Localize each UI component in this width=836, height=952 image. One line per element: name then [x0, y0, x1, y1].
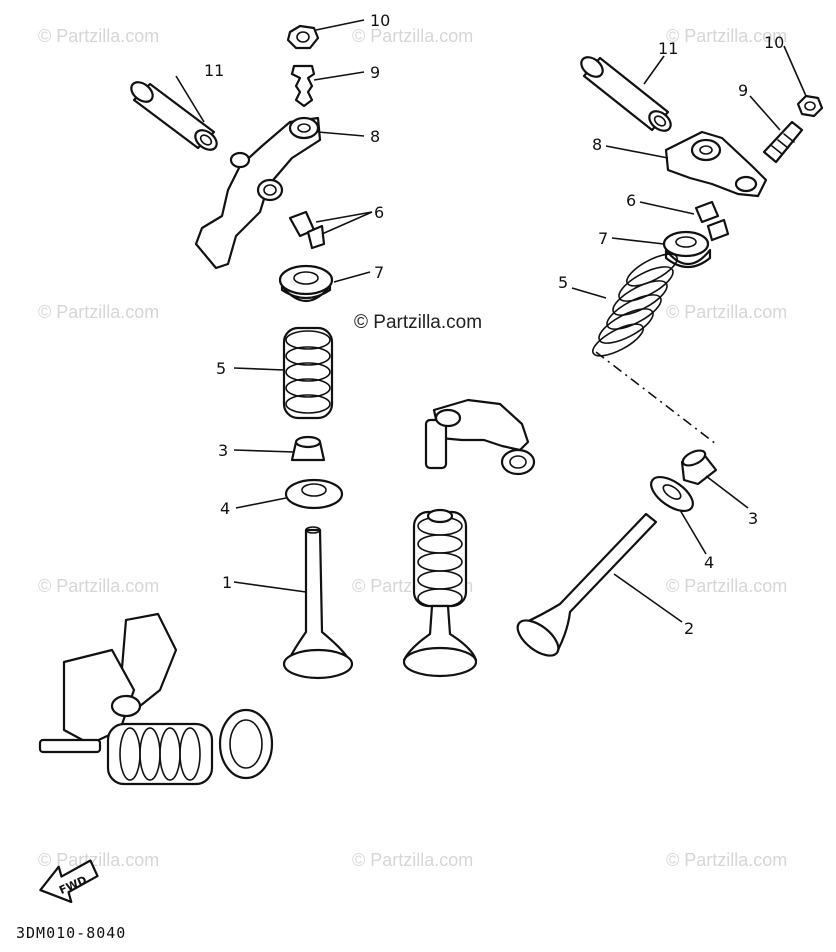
adjuster-nut-right — [796, 94, 824, 118]
diagram-code: 3DM010-8040 — [16, 924, 126, 942]
callout-11-right: 11 — [658, 39, 678, 58]
adjusting-screw-right — [762, 120, 804, 164]
callout-4-right: 4 — [704, 553, 714, 572]
callout-5-left: 5 — [216, 359, 226, 378]
forward-direction-arrow: FWD — [39, 859, 99, 904]
stem-seal-left — [290, 435, 326, 462]
watermark: © Partzilla.com — [352, 26, 473, 46]
valve-spring-left — [282, 326, 334, 420]
rocker-shaft-right — [580, 56, 672, 132]
callout-9-left: 9 — [370, 63, 380, 82]
callout-7-right: 7 — [598, 229, 608, 248]
callout-2: 2 — [684, 619, 694, 638]
watermark: © Partzilla.com — [38, 576, 159, 596]
callout-10-left: 10 — [370, 11, 390, 30]
assembly-axis-line — [595, 351, 717, 445]
callout-6-right: 6 — [626, 191, 636, 210]
callout-7-left: 7 — [374, 263, 384, 282]
callout-11-left: 11 — [204, 61, 224, 80]
adjusting-screw-left — [290, 64, 316, 108]
callout-3-right: 3 — [748, 509, 758, 528]
callout-5-right: 5 — [558, 273, 568, 292]
rocker-shaft-left — [130, 81, 218, 151]
watermark-grid: © Partzilla.com © Partzilla.com © Partzi… — [38, 26, 787, 870]
callout-8-left: 8 — [370, 127, 380, 146]
callout-3-left: 3 — [218, 441, 228, 460]
leader-lines — [175, 19, 807, 623]
exhaust-valve — [516, 512, 658, 657]
callout-9-right: 9 — [738, 81, 748, 100]
watermark: © Partzilla.com — [38, 302, 159, 322]
valve-spring-right — [592, 253, 678, 357]
intake-valve — [282, 526, 354, 680]
valve-cotters-right — [694, 200, 730, 242]
center-watermark: © Partzilla.com — [354, 312, 482, 333]
spring-retainer-right — [662, 230, 712, 269]
valve-cotters-left — [288, 210, 326, 250]
watermark: © Partzilla.com — [666, 26, 787, 46]
watermark: © Partzilla.com — [666, 576, 787, 596]
spring-seat-left — [284, 478, 344, 510]
watermark: © Partzilla.com — [666, 302, 787, 322]
watermark: © Partzilla.com — [38, 26, 159, 46]
callout-4-left: 4 — [220, 499, 230, 518]
callout-1: 1 — [222, 573, 232, 592]
rocker-arm-left — [194, 116, 322, 270]
callouts: 11 10 9 8 6 7 5 3 4 1 11 10 9 8 6 7 5 3 … — [204, 11, 784, 638]
adjuster-nut-left — [286, 24, 320, 50]
watermark: © Partzilla.com — [38, 850, 159, 870]
assembled-valve-spring-view — [402, 508, 478, 678]
watermark: © Partzilla.com — [666, 850, 787, 870]
rocker-arm-right — [664, 130, 768, 198]
assembled-head-view — [38, 612, 274, 786]
callout-6-left: 6 — [374, 203, 384, 222]
assembled-rocker-view — [424, 398, 536, 476]
callout-8-right: 8 — [592, 135, 602, 154]
callout-10-right: 10 — [764, 33, 784, 52]
stem-seal-right — [680, 449, 718, 486]
spring-retainer-left — [278, 264, 334, 302]
watermark: © Partzilla.com — [352, 850, 473, 870]
spring-seat-right — [650, 475, 694, 513]
